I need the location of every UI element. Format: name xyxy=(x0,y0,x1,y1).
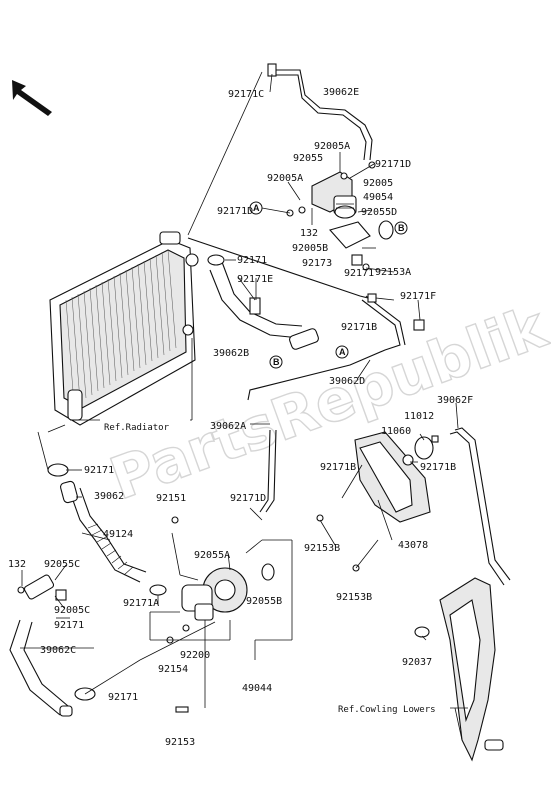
callout-label: 39062D xyxy=(329,376,365,387)
cowling-lower xyxy=(414,577,504,762)
callout-label: 92171C xyxy=(228,89,264,100)
callout-label: 92171F xyxy=(400,291,436,302)
svg-text:B: B xyxy=(398,223,405,233)
callout-label: 39062F xyxy=(437,395,473,406)
svg-text:B: B xyxy=(273,357,280,367)
callout-label: 92153A xyxy=(375,267,411,278)
callout-label: 92153 xyxy=(165,737,195,748)
callout-labels: 92171C 39062E 92005A 92055 92171D 92005A… xyxy=(8,87,473,748)
callout-label: 92171E xyxy=(237,274,273,285)
callout-label: 92171D xyxy=(230,493,266,504)
callout-label: 49124 xyxy=(103,529,133,540)
radiator xyxy=(49,231,199,426)
callout-label: 92153B xyxy=(304,543,340,554)
callout-label: 92171 xyxy=(237,255,267,266)
callout-label: 92153B xyxy=(336,592,372,603)
callout-label: 49054 xyxy=(363,192,393,203)
connector-b-marker: B B xyxy=(269,221,408,369)
svg-text:A: A xyxy=(253,203,260,213)
callout-label: 92055D xyxy=(361,207,397,218)
callout-label: 92171B xyxy=(341,322,377,333)
connector-a-marker: A A xyxy=(249,201,349,359)
front-direction-arrow-icon xyxy=(12,80,52,116)
callout-label: 11060 xyxy=(381,426,411,437)
callout-label: 92171 xyxy=(108,692,138,703)
callout-label: 92055A xyxy=(194,550,230,561)
callout-label: 92005 xyxy=(363,178,393,189)
leader-lines xyxy=(20,71,468,741)
callout-label: 92171B xyxy=(420,462,456,473)
callout-label: 92005A xyxy=(314,141,350,152)
callout-label: 92154 xyxy=(158,664,188,675)
callout-label: 92171 xyxy=(54,620,84,631)
callout-label: 92005C xyxy=(54,605,90,616)
callout-label: 92171 xyxy=(84,465,114,476)
callout-label: 92037 xyxy=(402,657,432,668)
callout-label: 92171D xyxy=(217,206,253,217)
callout-label: 92171A xyxy=(123,598,159,609)
callout-label: 43078 xyxy=(398,540,428,551)
callout-label: 92005A xyxy=(267,173,303,184)
svg-text:A: A xyxy=(339,347,346,357)
callout-label: 92171 xyxy=(344,268,374,279)
ref-cowling-label: Ref.Cowling Lowers xyxy=(338,705,436,715)
callout-label: 92171D xyxy=(375,159,411,170)
callout-label: 39062C xyxy=(40,645,76,656)
callout-label: 92055 xyxy=(293,153,323,164)
callout-label: 92055C xyxy=(44,559,80,570)
callout-label: 39062B xyxy=(213,348,249,359)
callout-label: 39062A xyxy=(210,421,246,432)
callout-label: 92171B xyxy=(320,462,356,473)
callout-label: 11012 xyxy=(404,411,434,422)
water-pump xyxy=(166,516,275,713)
thermostat-housing xyxy=(286,161,394,271)
ref-radiator-label: Ref.Radiator xyxy=(104,423,170,433)
callout-label: 92173 xyxy=(302,258,332,269)
callout-label: 92151 xyxy=(156,493,186,504)
callout-label: 39062 xyxy=(94,491,124,502)
callout-label: 92200 xyxy=(180,650,210,661)
callout-label: 132 xyxy=(300,228,318,239)
reservoir-tank xyxy=(316,431,439,572)
callout-label: 132 xyxy=(8,559,26,570)
callout-label: 92055B xyxy=(246,596,282,607)
callout-label: 49044 xyxy=(242,683,272,694)
callout-label: 92005B xyxy=(292,243,328,254)
callout-label: 39062E xyxy=(323,87,359,98)
hoses xyxy=(9,63,511,717)
